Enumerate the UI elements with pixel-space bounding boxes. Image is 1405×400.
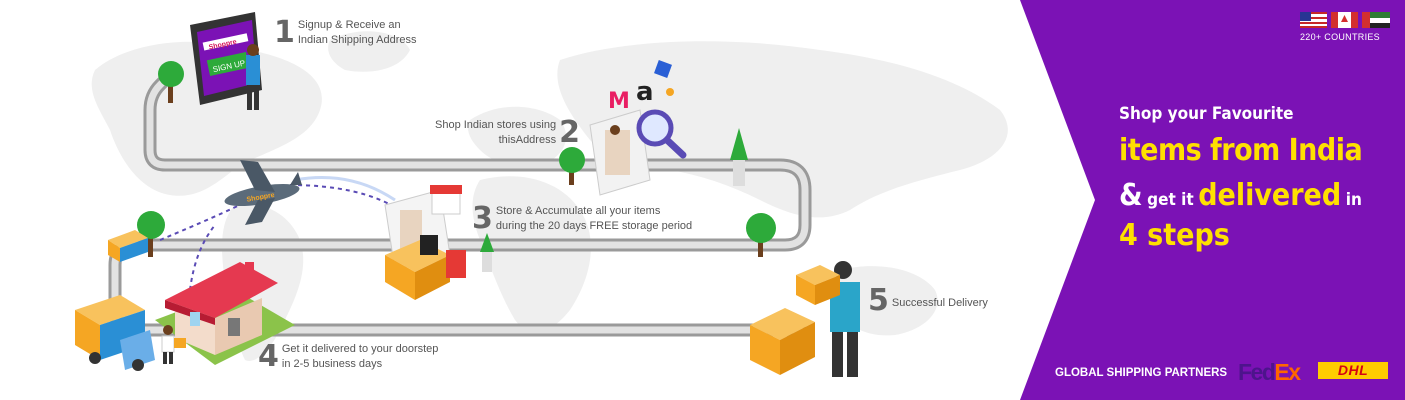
fedex-fed: Fed	[1238, 359, 1276, 385]
dhl-logo: DHL	[1318, 362, 1388, 379]
fedex-logo: FedEx	[1238, 359, 1301, 386]
step-4: 4 Get it delivered to your doorstep in 2…	[258, 342, 438, 372]
step-text: in 2-5 business days	[281, 358, 383, 370]
flag-ae-icon	[1362, 12, 1390, 28]
tree-icon	[158, 61, 184, 103]
step-text: Signup & Receive an	[297, 19, 401, 31]
headline-line-4: 4 steps	[1119, 218, 1230, 253]
house-icon	[155, 262, 295, 365]
step-text: Shop Indian stores using	[435, 119, 557, 131]
person-icon	[161, 325, 186, 364]
headline-amp: &	[1119, 178, 1143, 213]
truck-small-icon	[108, 230, 148, 262]
tree-icon	[480, 233, 494, 272]
step-3: 3 Store & Accumulate all your items duri…	[472, 204, 692, 234]
step-number: 3	[472, 201, 493, 236]
step-text: thisAddress	[498, 134, 557, 146]
promo-panel	[1020, 0, 1405, 400]
step-2: Shop Indian stores using thisAddress 2	[435, 118, 580, 148]
store-icon	[430, 185, 462, 215]
svg-text:Shoppre: Shoppre	[246, 192, 275, 204]
bags-icon	[420, 235, 466, 278]
truck-icon	[75, 295, 155, 371]
tree-icon	[746, 213, 776, 257]
box-icon	[750, 308, 815, 375]
fedex-ex: Ex	[1274, 359, 1301, 385]
headline-line-3: & get it delivered in	[1119, 178, 1362, 213]
countries-label: 220+ COUNTRIES	[1300, 32, 1380, 42]
svg-text:M: M	[608, 89, 630, 114]
dhl-text: DHL	[1337, 362, 1369, 378]
shop-card-icon	[589, 109, 651, 196]
step-text: during the 20 days FREE storage period	[495, 220, 693, 232]
tree-icon	[730, 128, 748, 186]
airplane-trail	[294, 176, 396, 202]
step-number: 5	[868, 283, 889, 318]
step-number: 4	[258, 339, 279, 374]
step-text: Successful Delivery	[891, 297, 988, 309]
flag-ca-icon	[1331, 12, 1358, 28]
monitor-signup-icon: Shoppre SIGN UP	[190, 12, 262, 110]
step-number: 1	[274, 15, 295, 50]
store-logos-icon: M a	[608, 60, 674, 114]
svg-text:a: a	[636, 77, 654, 107]
headline-line-1: Shop your Favourite	[1119, 104, 1294, 124]
magnifier-icon	[636, 109, 687, 159]
step-1: 1 Signup & Receive an Indian Shipping Ad…	[274, 18, 417, 48]
headline-end: in	[1345, 190, 1362, 210]
step-5: 5 Successful Delivery	[868, 286, 988, 316]
tree-icon	[559, 147, 585, 185]
headline-mid: get it	[1147, 190, 1194, 210]
flag-us-icon	[1300, 12, 1327, 28]
step-text: Get it delivered to your doorstep	[281, 343, 439, 355]
step-number: 2	[559, 115, 580, 150]
step-text: Indian Shipping Address	[297, 34, 417, 46]
delivery-person-icon	[796, 261, 860, 377]
headline-line-2: items from India	[1119, 133, 1363, 168]
partners-label: GLOBAL SHIPPING PARTNERS	[1055, 367, 1228, 379]
step-text: Store & Accumulate all your items	[495, 205, 661, 217]
tree-icon	[137, 211, 165, 257]
airplane-icon: Shoppre	[224, 160, 302, 225]
headline-delivered: delivered	[1198, 178, 1342, 213]
